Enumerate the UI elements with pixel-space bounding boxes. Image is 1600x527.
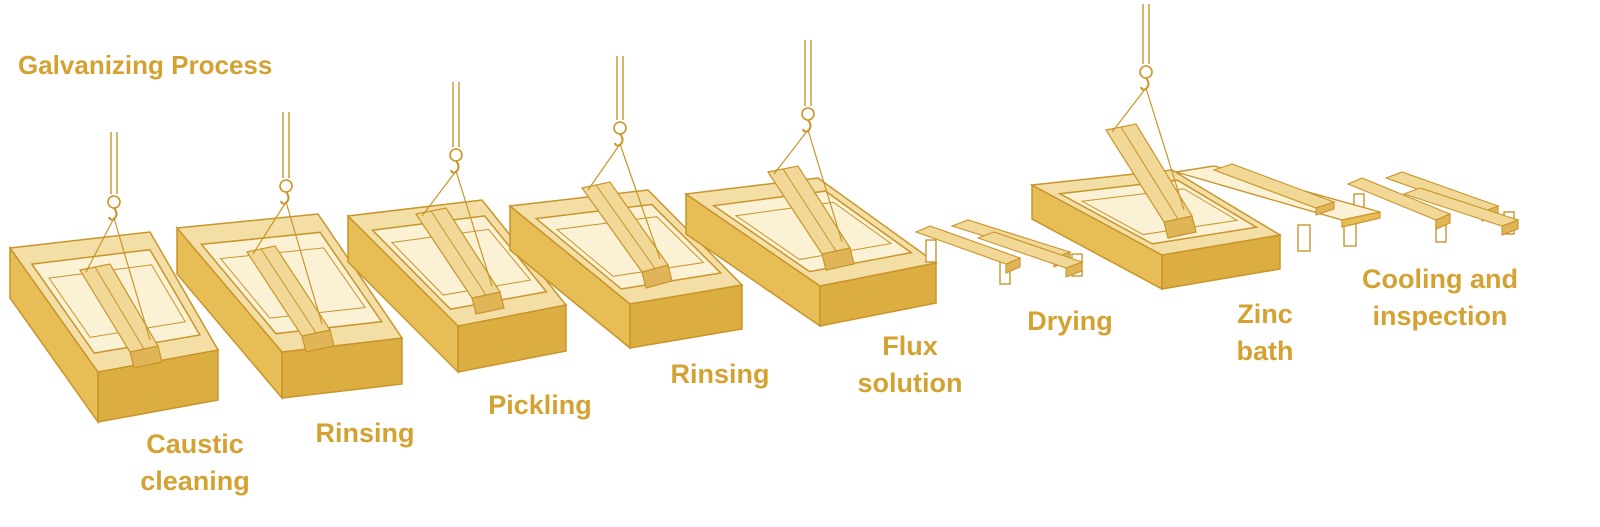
steel-beam: [914, 225, 1022, 265]
crane-hook-icon: [1140, 77, 1150, 91]
sling-rope: [421, 170, 457, 217]
steel-beam: [1346, 177, 1452, 221]
tank-zinc-bath: [1029, 4, 1283, 291]
step-label-rinsing-1: Rinsing: [295, 415, 435, 452]
sling-rope: [1145, 87, 1185, 211]
sling-rope: [773, 129, 809, 175]
step-label-line: Pickling: [488, 390, 592, 420]
sling-rope: [587, 143, 621, 191]
crane-hook-icon: [1139, 65, 1153, 79]
table-edge: [1341, 211, 1381, 228]
tank-liquid-edge: [219, 247, 366, 319]
sling-rope: [113, 217, 151, 341]
steel-beam-side: [1315, 201, 1335, 216]
step-label-rinsing-2: Rinsing: [650, 356, 790, 393]
crane-hook-icon: [802, 119, 812, 133]
crane-hook-icon: [450, 160, 460, 174]
step-label-line: solution: [857, 368, 963, 398]
table-leg: [1297, 224, 1311, 252]
steel-beam: [580, 181, 669, 273]
crane-hook-icon: [801, 107, 815, 121]
steel-beam-edge: [430, 210, 487, 296]
steel-beam-edge: [1120, 126, 1179, 220]
step-label-flux-solution: Flux solution: [840, 328, 980, 402]
sling-rope: [807, 129, 843, 243]
step-label-cooling-and-inspection: Cooling and inspection: [1345, 261, 1535, 335]
step-label-line: Flux: [882, 331, 938, 361]
tank-rinsing-1: [175, 112, 404, 401]
tank-pickling: [346, 82, 568, 374]
crane-hook-icon: [107, 195, 121, 209]
step-label-line: Drying: [1027, 306, 1113, 336]
sling-rope: [285, 201, 323, 325]
steel-beam-edge: [595, 184, 656, 269]
cooling-inspection-rack: [1346, 171, 1520, 243]
tank-liquid-edge: [48, 264, 187, 338]
sling-rope: [455, 170, 493, 287]
step-label-zinc-bath: Zinc bath: [1210, 296, 1320, 370]
crane-hook-icon: [614, 133, 624, 147]
transfer-table: [1175, 163, 1381, 252]
step-label-line: Cooling and: [1362, 264, 1518, 294]
steel-beam: [976, 231, 1084, 269]
crane-hook-icon: [613, 121, 627, 135]
step-label-line: bath: [1236, 336, 1294, 366]
step-label-line: cleaning: [140, 466, 250, 496]
step-label-line: Rinsing: [670, 359, 770, 389]
sling-rope: [252, 201, 287, 255]
crane-hook-icon: [280, 191, 290, 205]
step-label-line: Caustic: [146, 429, 244, 459]
step-label-line: Rinsing: [315, 418, 415, 448]
steel-beam-edge: [782, 168, 837, 252]
step-label-drying: Drying: [1005, 303, 1135, 340]
sling-rope: [1111, 87, 1147, 133]
step-label-caustic-cleaning: Caustic cleaning: [120, 426, 270, 500]
steel-beam: [1402, 187, 1520, 227]
crane-hook-icon: [108, 207, 118, 221]
drying-rack: [914, 219, 1084, 285]
crane-hook-icon: [279, 179, 293, 193]
step-label-line: Zinc: [1237, 299, 1293, 329]
tank-rinsing-2: [508, 56, 744, 350]
sling-rope: [619, 143, 661, 260]
step-label-line: inspection: [1372, 301, 1508, 331]
steel-beam-edge: [260, 248, 317, 334]
sling-rope: [85, 217, 115, 273]
tank-flux-solution: [683, 40, 938, 328]
step-label-pickling: Pickling: [470, 387, 610, 424]
rack-support: [925, 239, 937, 263]
tank-caustic-cleaning: [8, 132, 220, 425]
page-title: Galvanizing Process: [18, 50, 273, 80]
crane-hook-icon: [449, 148, 463, 162]
steel-beam-edge: [94, 266, 145, 350]
